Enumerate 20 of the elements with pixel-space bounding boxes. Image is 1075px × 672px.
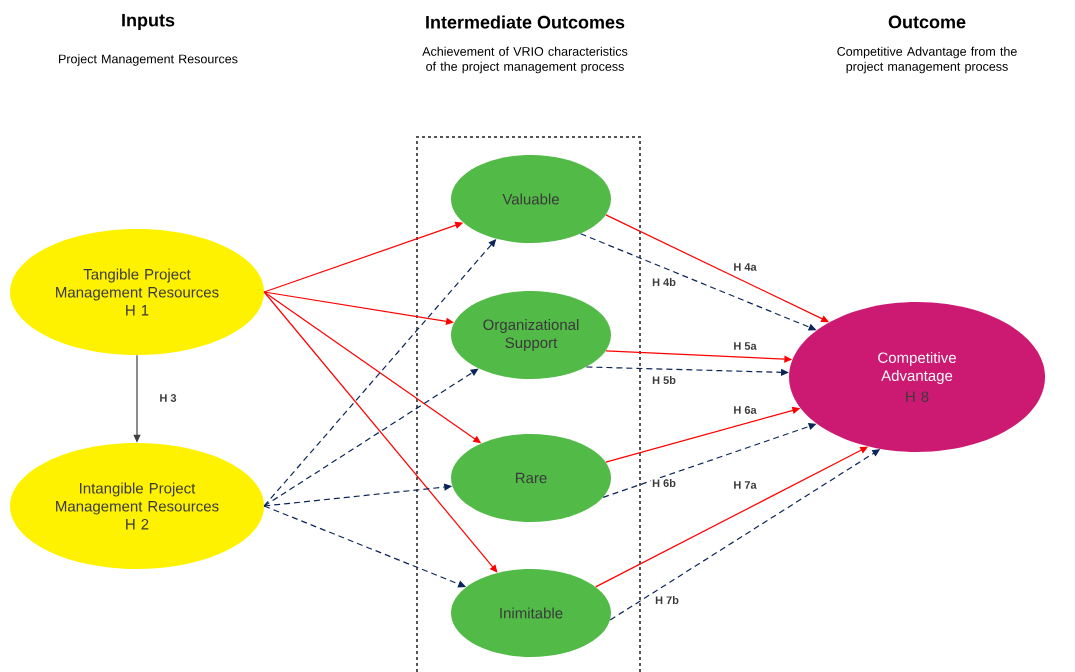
edge-label: H 5b [651, 374, 677, 386]
edge-label: H 5a [732, 341, 758, 351]
arrow [263, 291, 498, 573]
arrow [263, 368, 479, 507]
column-subheading: Project Management Resources [59, 54, 238, 66]
arrow [263, 291, 454, 325]
arrow [585, 366, 789, 376]
column-subheading: Achievement of VRIO characteristics of the project management process [422, 46, 628, 74]
edge-label: H 4b [651, 276, 677, 288]
column-heading: Inputs [122, 13, 175, 31]
edge-label: H 6a [732, 405, 758, 415]
dashed-frame [416, 136, 641, 672]
edge-label: H 6b [651, 477, 677, 489]
edge-label: H 3 [158, 393, 178, 403]
edge-label: H 4a [732, 262, 758, 272]
column-heading: Outcome [888, 15, 966, 29]
column-heading: Intermediate Outcomes [426, 15, 625, 29]
column-subheading: Competitive Advantage from the project management process [837, 46, 1017, 74]
edge-label: H 7b [654, 594, 680, 606]
edge-label: H 7a [732, 480, 758, 490]
